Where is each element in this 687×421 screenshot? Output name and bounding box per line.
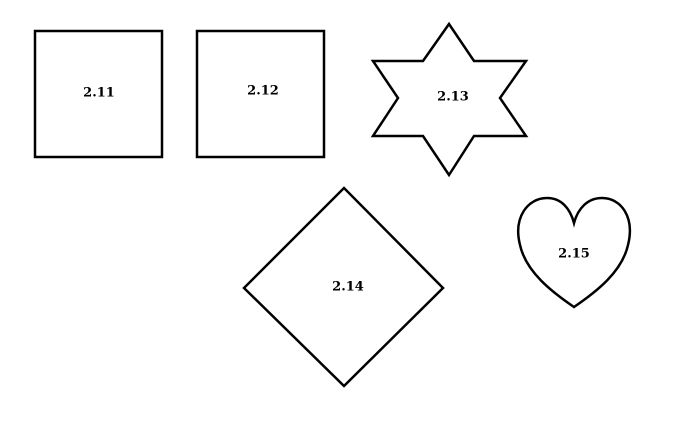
shape-label-2-12: 2.12 bbox=[247, 84, 279, 99]
square-outline-1 bbox=[33, 29, 164, 159]
shape-label-2-15: 2.15 bbox=[558, 247, 590, 262]
shape-label-2-11: 2.11 bbox=[83, 86, 115, 101]
star-shape: 2.13 bbox=[370, 21, 529, 178]
star-outline bbox=[370, 21, 529, 178]
diamond-outline bbox=[242, 186, 445, 388]
diamond-shape: 2.14 bbox=[242, 186, 445, 388]
square-shape-1: 2.11 bbox=[33, 29, 164, 159]
heart-outline bbox=[517, 196, 631, 309]
shape-label-2-13: 2.13 bbox=[437, 90, 469, 105]
square-outline-2 bbox=[195, 29, 326, 159]
heart-shape: 2.15 bbox=[517, 196, 631, 309]
square-shape-2: 2.12 bbox=[195, 29, 326, 159]
shape-label-2-14: 2.14 bbox=[332, 280, 364, 295]
